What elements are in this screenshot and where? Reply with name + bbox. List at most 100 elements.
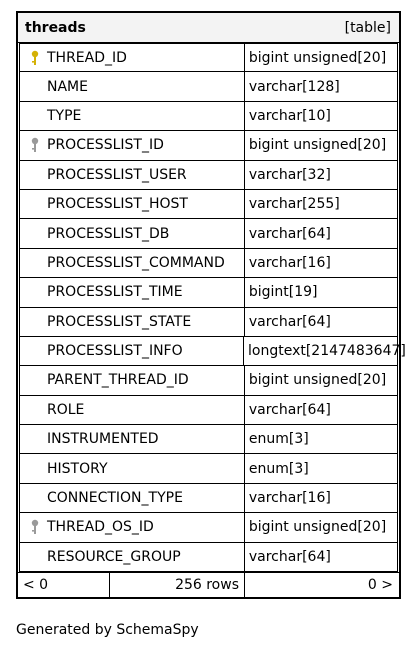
column-name: NAME	[47, 78, 88, 95]
column-name-cell: PROCESSLIST_DB	[19, 219, 245, 249]
column-name-cell: PROCESSLIST_HOST	[19, 189, 245, 220]
column-name: THREAD_OS_ID	[47, 519, 154, 536]
column-type: bigint[19]	[248, 284, 318, 301]
column-name: PROCESSLIST_DB	[47, 225, 170, 242]
column-type: varchar[64]	[248, 548, 331, 565]
column-name-cell: PROCESSLIST_COMMAND	[19, 248, 245, 279]
column-name: PARENT_THREAD_ID	[47, 372, 189, 389]
column-name: PROCESSLIST_COMMAND	[47, 254, 225, 271]
column-type-cell: enum[3]	[243, 454, 398, 484]
column-row[interactable]: PROCESSLIST_DB varchar[64]	[19, 219, 398, 249]
column-row[interactable]: PROCESSLIST_COMMAND varchar[16]	[19, 248, 398, 279]
column-type: varchar[32]	[248, 166, 331, 183]
parents-count[interactable]: < 0	[18, 573, 110, 598]
column-row[interactable]: ROLE varchar[64]	[19, 395, 398, 426]
column-name-cell: NAME	[19, 72, 245, 102]
column-type-cell: bigint unsigned[20]	[243, 131, 398, 161]
generated-by-note: Generated by SchemaSpy	[16, 622, 199, 638]
column-type-cell: varchar[128]	[243, 72, 398, 102]
column-type: enum[3]	[248, 431, 309, 448]
column-name: CONNECTION_TYPE	[47, 490, 183, 507]
column-name-cell: HISTORY	[19, 454, 245, 484]
index-key-icon	[31, 138, 39, 153]
column-row[interactable]: PROCESSLIST_TIME bigint[19]	[19, 278, 398, 308]
column-type-cell: varchar[64]	[243, 542, 398, 573]
column-type: enum[3]	[248, 460, 309, 477]
column-type: bigint unsigned[20]	[248, 137, 387, 154]
column-name-cell: TYPE	[19, 101, 245, 132]
column-type-cell: varchar[64]	[243, 307, 398, 337]
table-footer: < 0 256 rows 0 >	[18, 572, 399, 598]
column-row[interactable]: THREAD_OS_ID bigint unsigned[20]	[19, 513, 398, 543]
column-name-cell: RESOURCE_GROUP	[19, 542, 245, 573]
column-name-cell: PROCESSLIST_STATE	[19, 307, 245, 337]
column-type-cell: varchar[16]	[243, 248, 398, 279]
primary-key-icon	[31, 50, 39, 65]
column-type-cell: varchar[10]	[243, 101, 398, 132]
column-type: varchar[10]	[248, 107, 331, 124]
column-name-cell: INSTRUMENTED	[19, 425, 245, 455]
column-name-cell: THREAD_OS_ID	[19, 513, 245, 543]
index-key-icon	[31, 520, 39, 535]
column-type-cell: varchar[255]	[243, 189, 398, 220]
column-type-cell: bigint unsigned[20]	[243, 366, 398, 396]
column-type: varchar[64]	[248, 313, 331, 330]
column-type: bigint unsigned[20]	[248, 519, 387, 536]
column-row[interactable]: CONNECTION_TYPE varchar[16]	[19, 483, 398, 514]
column-name: RESOURCE_GROUP	[47, 548, 181, 565]
column-type: varchar[16]	[248, 490, 331, 507]
column-type-cell: bigint[19]	[243, 278, 398, 308]
column-name: ROLE	[47, 401, 85, 418]
column-type-cell: bigint unsigned[20]	[243, 513, 398, 543]
column-name-cell: PROCESSLIST_TIME	[19, 278, 245, 308]
column-row[interactable]: PROCESSLIST_STATE varchar[64]	[19, 307, 398, 337]
column-name: HISTORY	[47, 460, 108, 477]
column-type: bigint unsigned[20]	[248, 372, 387, 389]
column-row[interactable]: THREAD_ID bigint unsigned[20]	[19, 43, 398, 73]
column-name: PROCESSLIST_INFO	[47, 343, 183, 360]
column-row[interactable]: PROCESSLIST_INFO longtext[2147483647]	[19, 336, 406, 367]
column-row[interactable]: NAME varchar[128]	[19, 72, 398, 102]
column-row[interactable]: RESOURCE_GROUP varchar[64]	[19, 542, 398, 573]
column-type-cell: varchar[32]	[243, 160, 398, 190]
column-row[interactable]: INSTRUMENTED enum[3]	[19, 425, 398, 455]
column-type: varchar[16]	[248, 254, 331, 271]
column-name: PROCESSLIST_TIME	[47, 284, 183, 301]
column-name: THREAD_ID	[47, 49, 127, 66]
row-count: 256 rows	[110, 573, 245, 598]
column-type: varchar[255]	[248, 196, 340, 213]
column-row[interactable]: TYPE varchar[10]	[19, 101, 398, 132]
column-name: PROCESSLIST_USER	[47, 166, 187, 183]
table-name: threads	[25, 19, 86, 36]
children-count[interactable]: 0 >	[367, 577, 393, 594]
column-name: PROCESSLIST_HOST	[47, 196, 188, 213]
column-name-cell: CONNECTION_TYPE	[19, 483, 245, 514]
column-name-cell: THREAD_ID	[19, 43, 245, 73]
column-type-cell: longtext[2147483647]	[243, 336, 406, 367]
column-row[interactable]: HISTORY enum[3]	[19, 454, 398, 484]
column-row[interactable]: PROCESSLIST_USER varchar[32]	[19, 160, 398, 190]
column-type-cell: varchar[64]	[243, 395, 398, 426]
column-name-cell: PROCESSLIST_ID	[19, 131, 245, 161]
column-type: bigint unsigned[20]	[248, 49, 387, 66]
column-name-cell: PROCESSLIST_INFO	[19, 336, 244, 367]
column-name-cell: PROCESSLIST_USER	[19, 160, 245, 190]
column-type: varchar[128]	[248, 78, 340, 95]
table-kind: [table]	[344, 19, 391, 36]
column-name: PROCESSLIST_ID	[47, 137, 164, 154]
column-name: PROCESSLIST_STATE	[47, 313, 192, 330]
column-name: INSTRUMENTED	[47, 431, 159, 448]
column-type: longtext[2147483647]	[248, 343, 406, 360]
column-name: TYPE	[47, 107, 82, 124]
column-type-cell: varchar[64]	[243, 219, 398, 249]
column-type-cell: varchar[16]	[243, 483, 398, 514]
column-row[interactable]: PARENT_THREAD_ID bigint unsigned[20]	[19, 366, 398, 396]
column-name-cell: ROLE	[19, 395, 245, 426]
column-row[interactable]: PROCESSLIST_HOST varchar[255]	[19, 189, 398, 220]
table-header: threads [table]	[18, 13, 399, 43]
column-type-cell: bigint unsigned[20]	[243, 43, 398, 73]
column-type: varchar[64]	[248, 225, 331, 242]
column-row[interactable]: PROCESSLIST_ID bigint unsigned[20]	[19, 131, 398, 161]
